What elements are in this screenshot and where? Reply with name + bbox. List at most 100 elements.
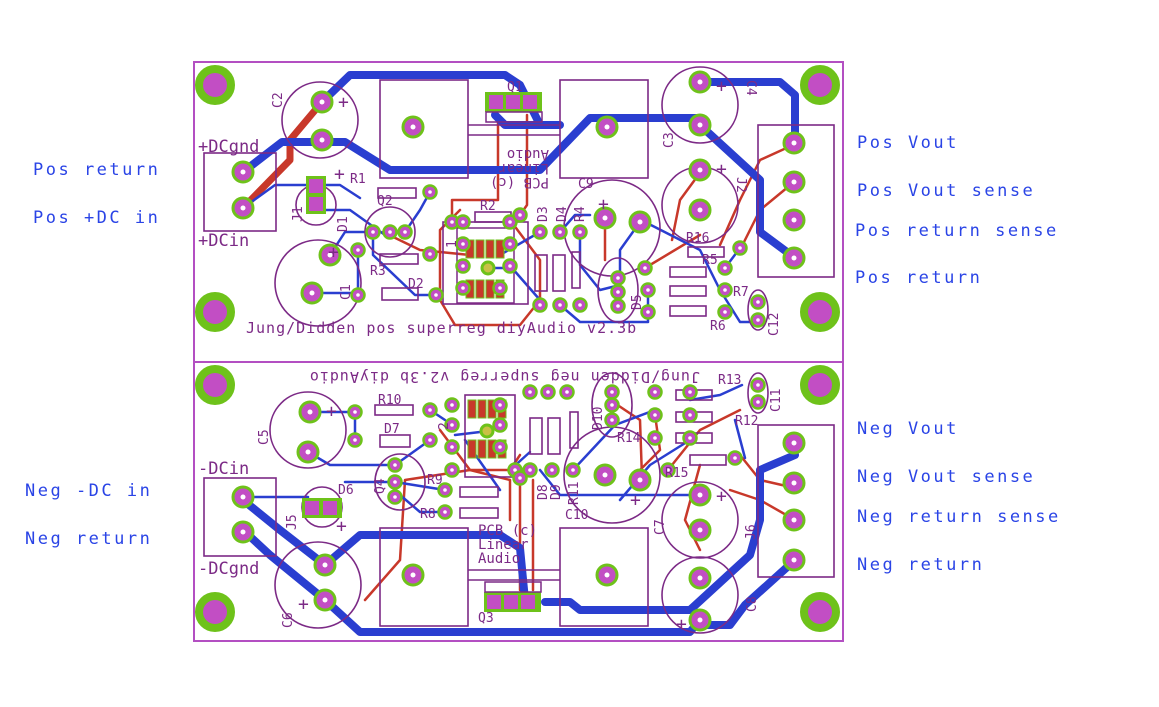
c1-plus-sign: + bbox=[328, 242, 339, 263]
mounting-hole bbox=[800, 292, 840, 332]
c8-plus-sign: + bbox=[676, 614, 687, 635]
pad-drill bbox=[513, 468, 517, 472]
pad-drill bbox=[653, 413, 657, 417]
pad-drill bbox=[538, 303, 542, 307]
pad-drill bbox=[450, 220, 454, 224]
pad-drill bbox=[327, 252, 333, 258]
c10-plus-sign: + bbox=[630, 490, 641, 511]
label-neg-vout-sense: Neg Vout sense bbox=[857, 467, 1036, 487]
c3-plus-sign: + bbox=[716, 159, 727, 180]
pad-drill bbox=[791, 480, 797, 486]
label-pos-dc-in: Pos +DC in bbox=[33, 208, 161, 228]
pad-drill bbox=[388, 230, 392, 234]
refdes-c7: C7 bbox=[653, 519, 668, 535]
pad-drill bbox=[791, 255, 797, 261]
neg-copyright-line3: Audio bbox=[478, 551, 520, 567]
pad-drill bbox=[733, 456, 737, 460]
through-hole-pads bbox=[231, 70, 806, 632]
label-neg-return-right: Neg return bbox=[857, 555, 985, 575]
refdes-q4: Q4 bbox=[373, 478, 388, 494]
pad-drill bbox=[393, 495, 397, 499]
pad-drill bbox=[791, 140, 797, 146]
refdes-c4: C4 bbox=[743, 80, 758, 96]
mounting-hole bbox=[195, 65, 235, 105]
pad-drill bbox=[428, 408, 432, 412]
refdes-r10: R10 bbox=[378, 393, 401, 408]
pad-drill bbox=[610, 403, 614, 407]
neg-dcin-label: -DCin bbox=[198, 459, 249, 479]
pad-drill bbox=[604, 124, 610, 130]
pad-drill bbox=[791, 517, 797, 523]
pad-drill bbox=[756, 318, 760, 322]
pad-drill bbox=[791, 557, 797, 563]
pad-drill bbox=[646, 310, 650, 314]
refdes-d3: D3 bbox=[536, 206, 551, 222]
q1-header bbox=[485, 92, 543, 123]
pos-dcin-label: +DCin bbox=[198, 231, 249, 251]
pad-drill bbox=[610, 390, 614, 394]
pad-drill bbox=[353, 438, 357, 442]
refdes-r8: R8 bbox=[420, 507, 436, 522]
label-pos-return-left: Pos return bbox=[33, 160, 161, 180]
neg-dcgnd-label: -DCgnd bbox=[198, 559, 259, 579]
pad-drill bbox=[443, 488, 447, 492]
pad-drill bbox=[571, 468, 575, 472]
pad-drill bbox=[697, 617, 703, 623]
pad-drill bbox=[723, 310, 727, 314]
refdes-c8: C8 bbox=[745, 596, 760, 612]
pad-drill bbox=[305, 449, 311, 455]
label-neg-vout: Neg Vout bbox=[857, 419, 959, 439]
mounting-hole bbox=[195, 592, 235, 632]
mounting-hole bbox=[195, 292, 235, 332]
pad-drill bbox=[508, 264, 512, 268]
pad-drill bbox=[319, 137, 325, 143]
refdes-r11: R11 bbox=[567, 482, 582, 505]
pad-drill bbox=[428, 438, 432, 442]
c2-plus-sign: + bbox=[338, 92, 349, 113]
pad-drill bbox=[410, 572, 416, 578]
pad-drill bbox=[322, 597, 328, 603]
refdes-c5: C5 bbox=[257, 429, 272, 445]
pad-drill bbox=[604, 572, 610, 578]
mounting-holes bbox=[195, 65, 840, 632]
neg-board-title: Jung/Didden neg superreg v2.3b diyAudio bbox=[309, 368, 700, 386]
refdes-d2: D2 bbox=[408, 277, 424, 292]
label-pos-vout: Pos Vout bbox=[857, 133, 959, 153]
refdes-r6: R6 bbox=[710, 319, 726, 334]
refdes-u2: 2 bbox=[437, 422, 452, 430]
pad-drill bbox=[791, 440, 797, 446]
board-outline bbox=[193, 61, 844, 642]
pad-drill bbox=[558, 230, 562, 234]
pad-drill bbox=[240, 494, 246, 500]
refdes-r5: R5 bbox=[702, 253, 718, 268]
pad-drill bbox=[697, 207, 703, 213]
pos-copyright-line2: Linear bbox=[498, 160, 549, 176]
pad-drill bbox=[518, 476, 522, 480]
pad-drill bbox=[508, 220, 512, 224]
pad-drill bbox=[756, 300, 760, 304]
pad-drill bbox=[697, 167, 703, 173]
pad-drill bbox=[240, 169, 246, 175]
refdes-c10: C10 bbox=[565, 508, 588, 523]
pad-drill bbox=[528, 468, 532, 472]
label-pos-return-right: Pos return bbox=[855, 268, 983, 288]
pad-drill bbox=[498, 403, 502, 407]
refdes-c6: C6 bbox=[281, 612, 296, 628]
refdes-r16: R16 bbox=[686, 231, 709, 246]
refdes-r2: R2 bbox=[480, 199, 496, 214]
pad-drill bbox=[643, 266, 647, 270]
pad-drill bbox=[791, 217, 797, 223]
refdes-j1: J1 bbox=[291, 206, 306, 222]
pad-drill bbox=[240, 529, 246, 535]
pad-drill bbox=[646, 288, 650, 292]
pad-drill bbox=[653, 390, 657, 394]
pad-drill bbox=[393, 463, 397, 467]
refdes-d7: D7 bbox=[384, 422, 400, 437]
c4-plus-sign: + bbox=[716, 76, 727, 97]
pad-drill bbox=[322, 562, 328, 568]
silkscreen bbox=[203, 66, 835, 634]
pad-drill bbox=[637, 219, 643, 225]
pad-drill bbox=[723, 288, 727, 292]
pad-drill bbox=[756, 383, 760, 387]
pad-drill bbox=[602, 215, 608, 221]
